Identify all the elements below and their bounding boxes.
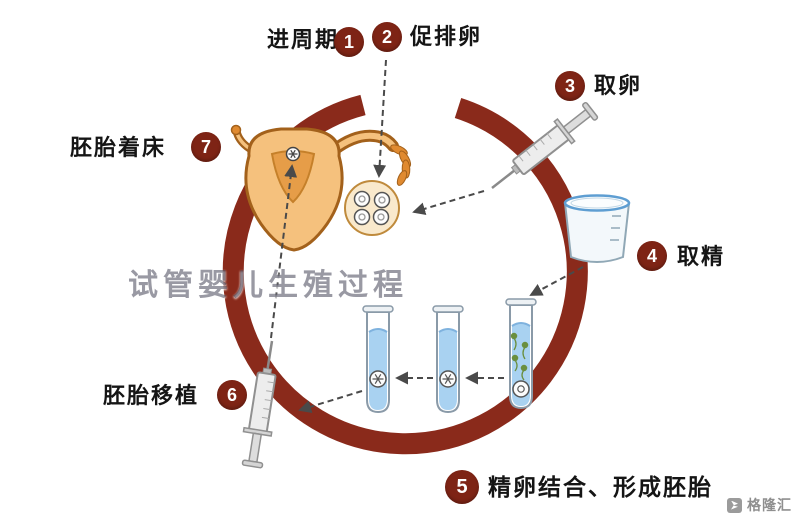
- embryo-in-uterus-icon: [285, 146, 301, 162]
- fimbriae: [390, 144, 412, 186]
- step-label-implantation: 胚胎着床: [70, 135, 167, 160]
- step-badge-7: 7: [191, 132, 221, 162]
- step-label-egg-retrieval: 取卵: [594, 73, 643, 98]
- step-badge-6: 6: [217, 380, 247, 410]
- sperm-cells-icon: [510, 332, 529, 381]
- step-label-transfer: 胚胎移植: [103, 383, 200, 408]
- step-badge-4: 4: [637, 241, 667, 271]
- test-tube-fertilization: [505, 298, 537, 410]
- step-label-sperm: 取精: [677, 244, 726, 269]
- step-label-enter-cycle: 进周期: [267, 27, 340, 52]
- ovary-follicles: [344, 180, 400, 236]
- step-badge-3: 3: [555, 71, 585, 101]
- uterus-illustration: [230, 124, 412, 252]
- embryo-transfer-syringe: [241, 340, 277, 469]
- gelonghui-logo-icon: [727, 497, 742, 513]
- egg-cell-icon: [512, 380, 530, 398]
- test-tube-embryo-left: [362, 305, 394, 414]
- step-badge-1: 1: [334, 27, 364, 57]
- step-badge-5: 5: [445, 470, 479, 504]
- step-badge-2: 2: [372, 22, 402, 52]
- source-credit: 格隆汇: [727, 495, 792, 515]
- step-label-fertilization: 精卵结合、形成胚胎: [488, 474, 713, 500]
- embryo-cell-icon: [439, 370, 457, 388]
- egg-retrieval-syringe: [491, 101, 599, 189]
- center-watermark-text: 试管婴儿生殖过程: [128, 269, 408, 302]
- step-label-ovulation: 促排卵: [410, 24, 483, 49]
- embryo-cell-icon: [369, 370, 387, 388]
- test-tube-embryo-middle: [432, 305, 464, 414]
- sperm-collection-cup: [563, 194, 631, 263]
- source-name: 格隆汇: [747, 497, 792, 513]
- flow-dashed-arrows: [270, 59, 584, 413]
